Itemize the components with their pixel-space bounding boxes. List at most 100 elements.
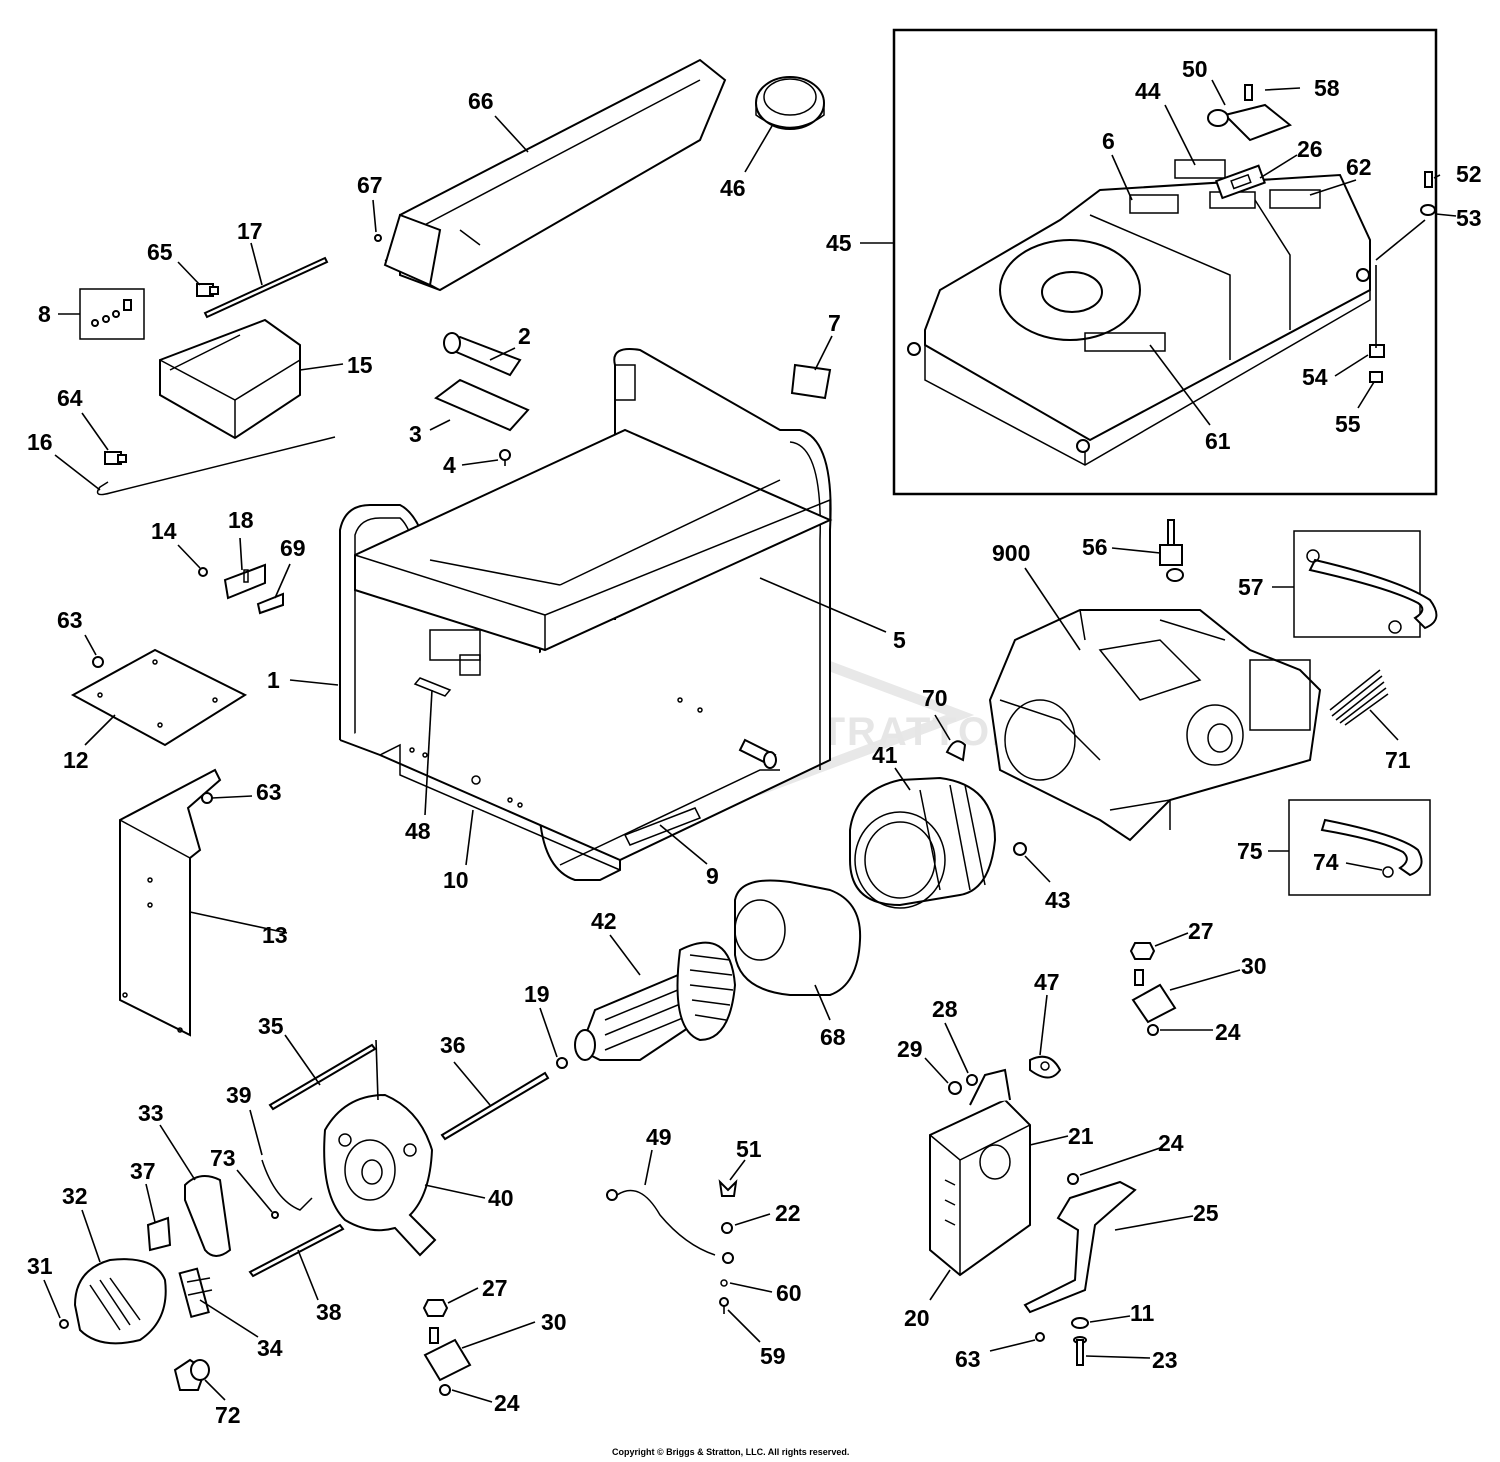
bolt-23: [1073, 1336, 1087, 1366]
callout-50: 50: [1182, 56, 1208, 82]
base-plate-12: [70, 648, 248, 747]
callout-63a: 63: [57, 607, 83, 633]
muffler: [929, 1068, 1031, 1277]
screw-4: [499, 449, 511, 466]
callout-32: 32: [62, 1183, 88, 1209]
hardware-kit: [79, 288, 145, 340]
callout-23: 23: [1152, 1347, 1178, 1373]
callout-35: 35: [258, 1013, 284, 1039]
callout-59: 59: [760, 1343, 786, 1369]
callout-11: 11: [1130, 1300, 1155, 1326]
nut-24-right: [1147, 1024, 1159, 1036]
callout-51: 51: [736, 1136, 762, 1162]
callout-22: 22: [775, 1200, 801, 1226]
nut-24-left: [439, 1384, 451, 1396]
washer-11: [1071, 1317, 1089, 1329]
screw-14: [198, 567, 208, 577]
rod-16: [96, 436, 336, 496]
callout-40: 40: [488, 1185, 514, 1211]
screw-63-bottom: [1035, 1332, 1045, 1342]
nut-27-right: [1129, 942, 1156, 960]
callout-17: 17: [237, 218, 263, 244]
callout-41: 41: [872, 742, 898, 768]
callout-57: 57: [1238, 574, 1264, 600]
terminal-block-34: [178, 1267, 213, 1319]
engine: [988, 609, 1322, 842]
callout-75: 75: [1237, 838, 1263, 864]
fuel-tank-mount-hardware: [1369, 171, 1436, 383]
callout-24c: 24: [494, 1390, 520, 1416]
callout-46: 46: [720, 175, 746, 201]
rear-cover-33: [184, 1175, 232, 1257]
frame: [339, 348, 833, 881]
wing-nut-51: [718, 1179, 738, 1197]
callout-49: 49: [646, 1124, 672, 1150]
fuel-tank-kit-box: [892, 28, 1438, 496]
callout-31: 31: [27, 1253, 53, 1279]
callout-68: 68: [820, 1024, 846, 1050]
copyright-notice: Copyright © Briggs & Stratton, LLC. All …: [612, 1447, 849, 1457]
callout-24a: 24: [1215, 1019, 1241, 1045]
callout-65: 65: [147, 239, 173, 265]
screw-59: [719, 1297, 729, 1314]
callout-2: 2: [518, 323, 531, 349]
callout-12: 12: [63, 747, 89, 773]
muffler-bracket-25: [1023, 1180, 1137, 1314]
screw-65: [196, 283, 219, 297]
gasket-47: [1029, 1055, 1062, 1079]
callout-43: 43: [1045, 887, 1071, 913]
nut-24-muffler: [1067, 1173, 1079, 1185]
ground-wire-49: [606, 1189, 734, 1264]
control-panel-cover: [383, 58, 727, 292]
bracket-37: [146, 1216, 172, 1252]
callout-56: 56: [1082, 534, 1108, 560]
screw-73: [271, 1211, 279, 1219]
ground-wire-39: [261, 1159, 313, 1211]
callout-labels: 66 67 46 50 58 44 6 26 62 52 53 45 54 55…: [27, 56, 1482, 1428]
callout-15: 15: [347, 352, 373, 378]
callout-62: 62: [1346, 154, 1372, 180]
callout-60: 60: [776, 1280, 802, 1306]
callout-52: 52: [1456, 161, 1482, 187]
callout-10: 10: [443, 867, 469, 893]
rod-35: [268, 1043, 377, 1111]
callout-45: 45: [826, 230, 852, 256]
callout-47: 47: [1034, 969, 1060, 995]
screw-63-top: [92, 656, 104, 668]
callout-4: 4: [443, 452, 456, 478]
decal-69: [256, 592, 284, 615]
callout-61: 61: [1205, 428, 1231, 454]
screw-64: [104, 451, 127, 465]
callout-13: 13: [262, 922, 288, 948]
callout-39: 39: [226, 1082, 252, 1108]
callout-34: 34: [257, 1335, 283, 1361]
callout-71: 71: [1385, 747, 1411, 773]
callout-24b: 24: [1158, 1130, 1184, 1156]
end-cover-32: [73, 1258, 167, 1345]
washer-60: [720, 1279, 728, 1287]
fuel-line-kit-box-57: [1293, 530, 1421, 638]
spring-71: [1329, 669, 1389, 726]
rod-17: [203, 256, 329, 319]
callout-30b: 30: [541, 1309, 567, 1335]
nut-43: [1013, 842, 1027, 856]
nut-27-left: [422, 1299, 449, 1317]
callout-27b: 27: [482, 1275, 508, 1301]
handle-grip-2: [443, 332, 522, 377]
callout-33: 33: [138, 1100, 164, 1126]
callout-54: 54: [1302, 364, 1328, 390]
decal-7: [790, 363, 832, 400]
washer-19: [556, 1057, 568, 1069]
fuel-cap: [755, 76, 825, 130]
nut-22: [721, 1222, 733, 1234]
callout-73: 73: [210, 1145, 236, 1171]
callout-25: 25: [1193, 1200, 1219, 1226]
callout-38: 38: [316, 1299, 342, 1325]
leader-lines: [43, 79, 1457, 1403]
callout-19: 19: [524, 981, 550, 1007]
callout-27a: 27: [1188, 918, 1214, 944]
fuel-cap-vent: [1207, 103, 1292, 142]
breaker-72: [173, 1358, 210, 1391]
callout-21: 21: [1068, 1123, 1094, 1149]
